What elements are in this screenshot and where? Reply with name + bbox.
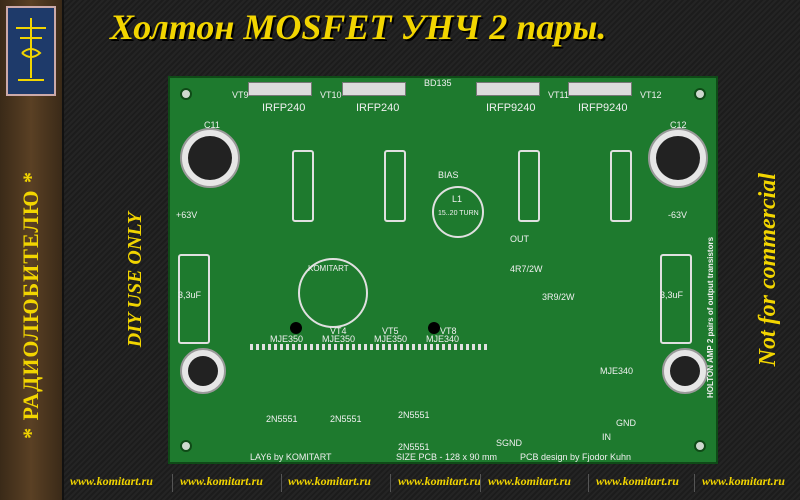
coil-l1 xyxy=(432,186,484,238)
not-for-commercial-text: Not for commercial xyxy=(754,173,781,367)
heatsink-pad xyxy=(568,82,632,96)
mosfet-label: IRFP9240 xyxy=(486,102,536,114)
gnd-label: GND xyxy=(616,418,636,428)
footer-divider xyxy=(172,474,173,492)
pcb-stripe xyxy=(250,344,488,350)
transistor-label: 2N5551 xyxy=(398,442,430,452)
mje-label: MJE340 xyxy=(426,334,460,344)
vt-label: VT8 xyxy=(440,326,457,336)
capacitor-220u xyxy=(662,348,708,394)
resistor-0r22 xyxy=(384,150,406,222)
pcb-size: SIZE PCB - 128 x 90 mm xyxy=(396,452,498,462)
footer-divider xyxy=(480,474,481,492)
footer-divider xyxy=(694,474,695,492)
left-strip: * РАДИОЛЮБИТЕЛЮ * xyxy=(0,0,64,500)
footer-link[interactable]: www.komitart.ru xyxy=(288,474,371,488)
mje-label: MJE340 xyxy=(600,366,634,376)
vt-label: VT11 xyxy=(548,90,569,100)
capacitor-c12 xyxy=(648,128,708,188)
mount-dot xyxy=(290,322,302,334)
footer-link[interactable]: www.komitart.ru xyxy=(702,474,785,488)
mount-hole xyxy=(694,88,706,100)
vt-label: VT10 xyxy=(320,90,342,100)
transistor-label: 2N5551 xyxy=(398,410,430,420)
mount-hole xyxy=(694,440,706,452)
antenna-logo-icon xyxy=(6,6,56,96)
lay6-credit: LAY6 by KOMITART xyxy=(250,452,332,462)
vt-label: VT4 xyxy=(330,326,347,336)
bias-label: BIAS xyxy=(438,170,459,180)
capacitor-3u3 xyxy=(178,254,210,344)
resistor-0r22 xyxy=(292,150,314,222)
heatsink-pad xyxy=(342,82,406,96)
cap-label: 3,3uF xyxy=(178,290,202,300)
mje-label: MJE350 xyxy=(270,334,304,344)
mount-hole xyxy=(180,440,192,452)
komitart-logo-icon xyxy=(298,258,368,328)
cap-label: C11 xyxy=(204,120,220,130)
transistor-label: 2N5551 xyxy=(330,414,362,424)
sgnd-label: SGND xyxy=(496,438,523,448)
footer-link[interactable]: www.komitart.ru xyxy=(70,474,153,488)
vt-label: VT5 xyxy=(382,326,399,336)
footer-link[interactable]: www.komitart.ru xyxy=(596,474,679,488)
footer-link[interactable]: www.komitart.ru xyxy=(398,474,481,488)
bd135-label: BD135 xyxy=(424,78,452,88)
resistor-label: 3R9/2W xyxy=(542,292,575,302)
footer-divider xyxy=(390,474,391,492)
out-label: OUT xyxy=(510,234,529,244)
capacitor-220u xyxy=(180,348,226,394)
resistor-label: 4R7/2W xyxy=(510,264,543,274)
mount-hole xyxy=(180,88,192,100)
mosfet-label: IRFP240 xyxy=(356,102,400,114)
footer-link[interactable]: www.komitart.ru xyxy=(488,474,571,488)
mosfet-label: IRFP240 xyxy=(262,102,306,114)
diy-use-only-text: DIY USE ONLY xyxy=(123,212,146,348)
mount-dot xyxy=(428,322,440,334)
capacitor-3u3 xyxy=(660,254,692,344)
pcb-design-credit: PCB design by Fjodor Kuhn xyxy=(520,452,632,462)
power-label: -63V xyxy=(668,210,688,220)
power-label: +63V xyxy=(176,210,198,220)
coil-turns: 15..20 TURN xyxy=(438,210,479,217)
resistor-0r22 xyxy=(610,150,632,222)
resistor-0r22 xyxy=(518,150,540,222)
in-label: IN xyxy=(602,432,611,442)
pcb-board: VT9 VT10 VT11 VT12 IRFP240 IRFP240 IRFP9… xyxy=(168,76,718,464)
coil-label: L1 xyxy=(452,194,463,204)
page-title: Холтон MOSFET УНЧ 2 пары. xyxy=(110,7,607,47)
vt-label: VT9 xyxy=(232,90,249,100)
mje-label: MJE350 xyxy=(322,334,356,344)
mje-label: MJE350 xyxy=(374,334,408,344)
footer-divider xyxy=(588,474,589,492)
transistor-label: 2N5551 xyxy=(266,414,298,424)
mosfet-label: IRFP9240 xyxy=(578,102,628,114)
footer-divider xyxy=(281,474,282,492)
cap-label: 3,3uF xyxy=(660,290,684,300)
cap-label: C12 xyxy=(670,120,687,130)
footer-link[interactable]: www.komitart.ru xyxy=(180,474,263,488)
vt-label: VT12 xyxy=(640,90,662,100)
left-banner: * РАДИОЛЮБИТЕЛЮ * xyxy=(18,171,43,439)
heatsink-pad xyxy=(476,82,540,96)
capacitor-c11 xyxy=(180,128,240,188)
komitart-label: KOMITART xyxy=(308,264,349,273)
heatsink-pad xyxy=(248,82,312,96)
pcb-side-text: HOLTON AMP 2 pairs of output transistors xyxy=(706,236,715,398)
